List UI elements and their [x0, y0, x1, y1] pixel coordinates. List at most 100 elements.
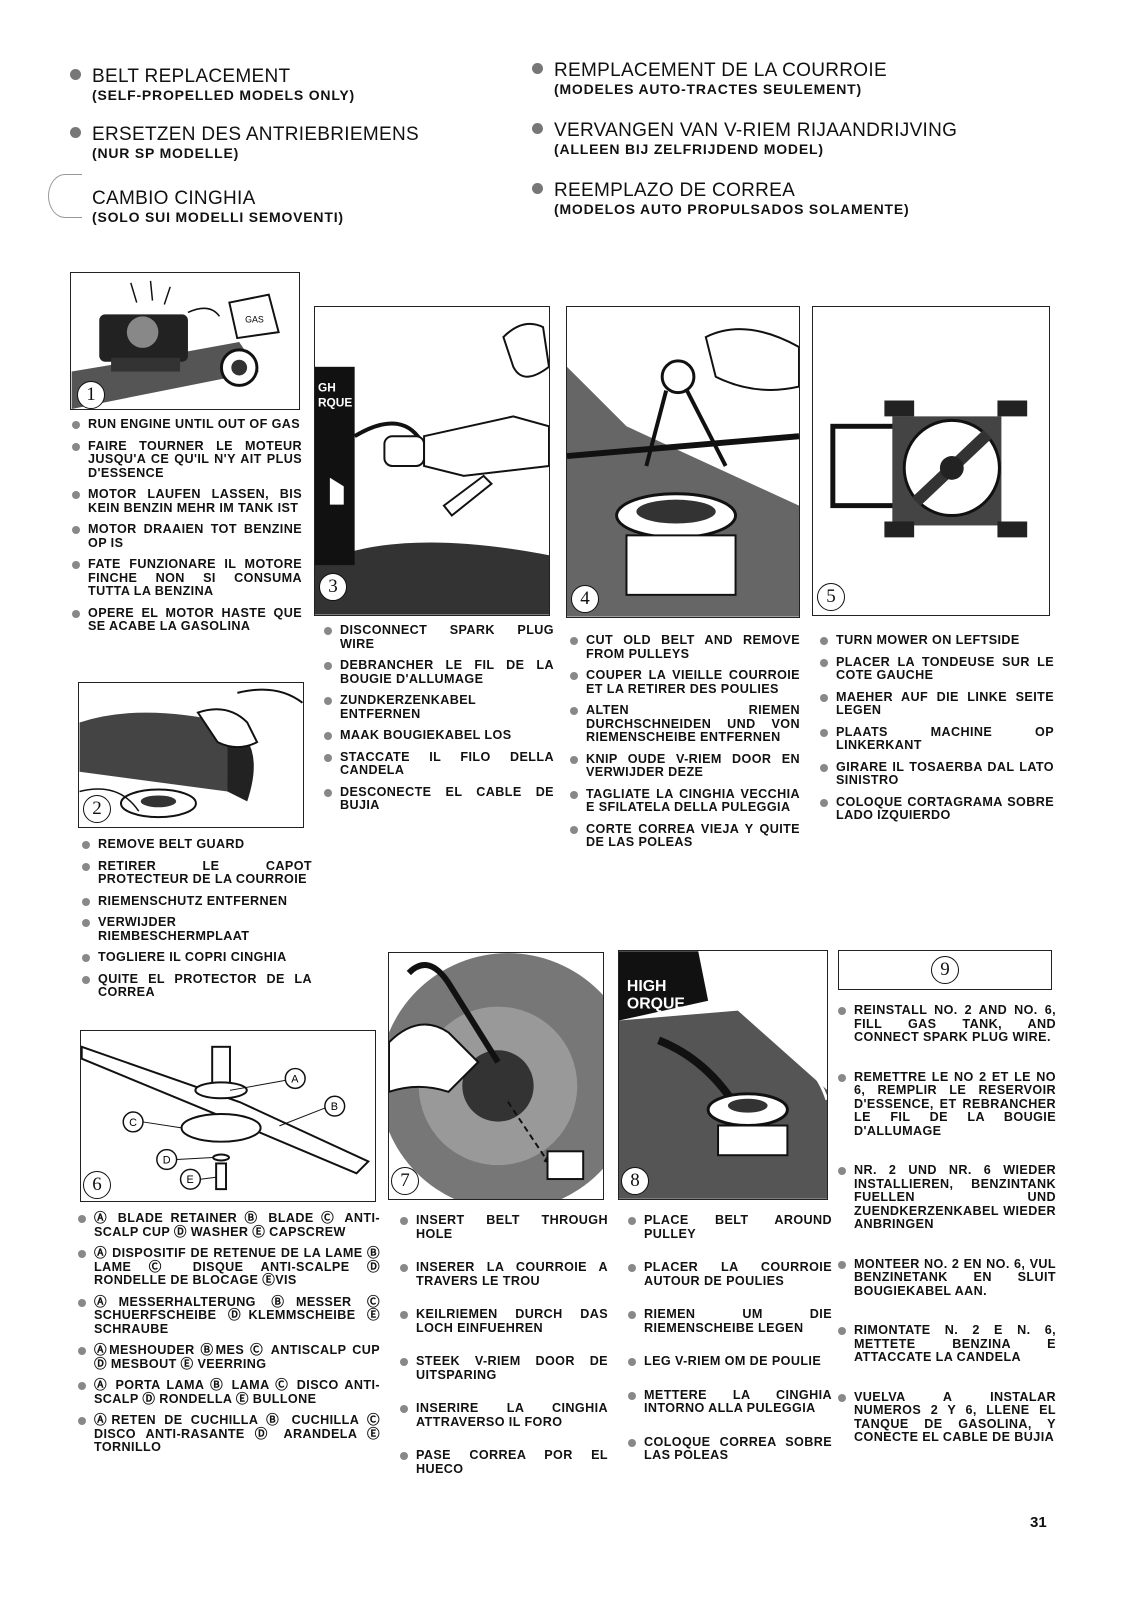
figure-number: 7 [391, 1167, 419, 1195]
figure-9-box: 9 [838, 950, 1052, 990]
step-6-instructions: Ⓐ BLADE RETAINER Ⓑ BLADE Ⓒ ANTI-SCALP CU… [76, 1211, 380, 1463]
list-item: TAGLIATE LA CINGHIA VECCHIA E SFILATELA … [568, 787, 800, 815]
list-item: COLOQUE CORREA SOBRE LAS POLEAS [626, 1435, 832, 1463]
step-8-instructions: PLACE BELT AROUND PULLEY PLACER LA COURR… [626, 1213, 832, 1471]
header-it: CAMBIO CINGHIA (SOLO SUI MODELLI SEMOVEN… [70, 188, 344, 225]
bullet-dot [70, 69, 81, 80]
blade-assembly-illustration: A B C D E [81, 1045, 371, 1191]
list-item: Ⓐ PORTA LAMA Ⓑ LAMA Ⓒ DISCO ANTI-SCALP Ⓓ… [76, 1378, 380, 1406]
list-item: ⒶRETEN DE CUCHILLA Ⓑ CUCHILLA Ⓒ DISCO AN… [76, 1413, 380, 1455]
list-item: MONTEER NO. 2 EN NO. 6, VUL BENZINETANK … [836, 1257, 1056, 1299]
header-subtitle: (MODELES AUTO-TRACTES SEULEMENT) [554, 81, 862, 97]
callout-c: C [129, 1117, 137, 1129]
list-item: METTERE LA CINGHIA INTORNO ALLA PULEGGIA [626, 1388, 832, 1416]
figure-number: 2 [83, 795, 111, 823]
list-item: Ⓐ DISPOSITIF DE RETENUE DE LA LAME Ⓑ LAM… [76, 1246, 380, 1288]
list-item: STACCATE IL FILO DELLA CANDELA [322, 750, 554, 778]
bullet-dot [532, 63, 543, 74]
header-title: CAMBIO CINGHIA [92, 188, 256, 209]
header-subtitle: (SELF-PROPELLED MODELS ONLY) [92, 87, 356, 103]
step-7-instructions: INSERT BELT THROUGH HOLE INSERER LA COUR… [398, 1213, 608, 1484]
callout-a: A [291, 1073, 299, 1085]
high-torque-label: HIGH [627, 978, 667, 995]
callout-b: B [331, 1101, 338, 1113]
figure-number: 6 [83, 1171, 111, 1199]
list-item: RUN ENGINE UNTIL OUT OF GAS [70, 417, 302, 432]
list-item: KEILRIEMEN DURCH DAS LOCH EINFUEHREN [398, 1307, 608, 1335]
header-subtitle: (SOLO SUI MODELLI SEMOVENTI) [92, 209, 344, 225]
step-2-instructions: REMOVE BELT GUARD RETIRER LE CAPOT PROTE… [80, 837, 312, 1008]
list-item: PLAATS MACHINE OP LINKERKANT [818, 725, 1054, 753]
list-item: QUITE EL PROTECTOR DE LA CORREA [80, 972, 312, 1000]
list-item: DEBRANCHER LE FIL DE LA BOUGIE D'ALLUMAG… [322, 658, 554, 686]
header-title: BELT REPLACEMENT [92, 66, 291, 87]
list-item: PASE CORREA POR EL HUECO [398, 1448, 608, 1476]
figure-5-mower-on-side: 5 [812, 306, 1050, 616]
list-item: MAAK BOUGIEKABEL LOS [322, 728, 554, 743]
callout-e: E [186, 1174, 193, 1186]
step-1-instructions: RUN ENGINE UNTIL OUT OF GAS FAIRE TOURNE… [70, 417, 302, 642]
list-item: MOTOR LAUFEN LASSEN, BIS KEIN BENZIN MEH… [70, 487, 302, 515]
figure-number: 4 [571, 585, 599, 613]
callout-d: D [163, 1154, 171, 1166]
gas-can-label: GAS [245, 314, 264, 324]
header-en: BELT REPLACEMENT (SELF-PROPELLED MODELS … [70, 66, 355, 103]
figure-3-spark-plug: GH RQUE 3 [314, 306, 550, 616]
list-item: DISCONNECT SPARK PLUG WIRE [322, 623, 554, 651]
header-fr: REMPLACEMENT DE LA COURROIE (MODELES AUT… [532, 60, 887, 97]
step-9-instructions: REINSTALL NO. 2 AND NO. 6, FILL GAS TANK… [836, 1003, 1056, 1453]
header-subtitle: (MODELOS AUTO PROPULSADOS SOLAMENTE) [554, 201, 910, 217]
header-de: ERSETZEN DES ANTRIEBRIEMENS (NUR SP MODE… [70, 124, 419, 161]
list-item: RIEMENSCHUTZ ENTFERNEN [80, 894, 312, 909]
page-number: 31 [1030, 1514, 1047, 1531]
list-item: VERWIJDER RIEMBESCHERMPLAAT [80, 915, 312, 943]
list-item: ALTEN RIEMEN DURCHSCHNEIDEN UND VON RIEM… [568, 703, 800, 745]
list-item: ⒶMESHOUDER ⒷMES Ⓒ ANTISCALP CUP Ⓓ MESBOU… [76, 1343, 380, 1371]
list-item: CUT OLD BELT AND REMOVE FROM PULLEYS [568, 633, 800, 661]
belt-guard-illustration [79, 688, 303, 819]
list-item: REINSTALL NO. 2 AND NO. 6, FILL GAS TANK… [836, 1003, 1056, 1045]
bullet-dot [70, 127, 81, 138]
list-item: KNIP OUDE V-RIEM DOOR EN VERWIJDER DEZE [568, 752, 800, 780]
figure-1-mower-engine: GAS 1 [70, 272, 300, 410]
list-item: COLOQUE CORTAGRAMA SOBRE LADO IZQUIERDO [818, 795, 1054, 823]
list-item: VUELVA A INSTALAR NUMEROS 2 Y 6, LLENE E… [836, 1390, 1056, 1445]
high-torque-label: GH [318, 381, 336, 395]
list-item: CORTE CORREA VIEJA Y QUITE DE LAS POLEAS [568, 822, 800, 850]
header-es: REEMPLAZO DE CORREA (MODELOS AUTO PROPUL… [532, 180, 909, 217]
step-5-instructions: TURN MOWER ON LEFTSIDE PLACER LA TONDEUS… [818, 633, 1054, 831]
place-belt-illustration: HIGH ORQUE [619, 951, 827, 1199]
list-item: OPERE EL MOTOR HASTE QUE SE ACABE LA GAS… [70, 606, 302, 634]
figure-7-insert-belt: 7 [388, 952, 604, 1200]
figure-number: 9 [931, 956, 959, 984]
list-item: FAIRE TOURNER LE MOTEUR JUSQU'A CE QU'IL… [70, 439, 302, 481]
list-item: PLACER LA TONDEUSE SUR LE COTE GAUCHE [818, 655, 1054, 683]
figure-6-blade-assembly: A B C D E 6 [80, 1030, 376, 1202]
list-item: MOTOR DRAAIEN TOT BENZINE OP IS [70, 522, 302, 550]
list-item: FATE FUNZIONARE IL MOTORE FINCHE NON SI … [70, 557, 302, 599]
header-title: ERSETZEN DES ANTRIEBRIEMENS [92, 124, 419, 145]
step-4-instructions: CUT OLD BELT AND REMOVE FROM PULLEYS COU… [568, 633, 800, 858]
list-item: MAEHER AUF DIE LINKE SEITE LEGEN [818, 690, 1054, 718]
list-item: DESCONECTE EL CABLE DE BUJIA [322, 785, 554, 813]
list-item: TOGLIERE IL COPRI CINGHIA [80, 950, 312, 965]
list-item: TURN MOWER ON LEFTSIDE [818, 633, 1054, 648]
figure-number: 5 [817, 583, 845, 611]
mower-engine-illustration: GAS [71, 280, 280, 409]
figure-number: 3 [319, 573, 347, 601]
list-item: RIMONTATE N. 2 E N. 6, METTETE BENZINA E… [836, 1323, 1056, 1365]
spark-plug-illustration: GH RQUE [315, 322, 549, 615]
step-3-instructions: DISCONNECT SPARK PLUG WIRE DEBRANCHER LE… [322, 623, 554, 821]
list-item: PLACE BELT AROUND PULLEY [626, 1213, 832, 1241]
cut-belt-illustration [567, 328, 799, 617]
list-item: GIRARE IL TOSAERBA DAL LATO SINISTRO [818, 760, 1054, 788]
figure-4-cut-belt: 4 [566, 306, 800, 618]
list-item: LEG V-RIEM OM DE POULIE [626, 1354, 832, 1369]
bullet-dot [532, 183, 543, 194]
list-item: REMETTRE LE NO 2 ET LE NO 6, REMPLIR LE … [836, 1070, 1056, 1139]
list-item: INSERER LA COURROIE A TRAVERS LE TROU [398, 1260, 608, 1288]
header-subtitle: (NUR SP MODELLE) [92, 145, 240, 161]
list-item: PLACER LA COURROIE AUTOUR DE POULIES [626, 1260, 832, 1288]
high-torque-label: RQUE [318, 395, 352, 409]
list-item: COUPER LA VIEILLE COURROIE ET LA RETIRER… [568, 668, 800, 696]
